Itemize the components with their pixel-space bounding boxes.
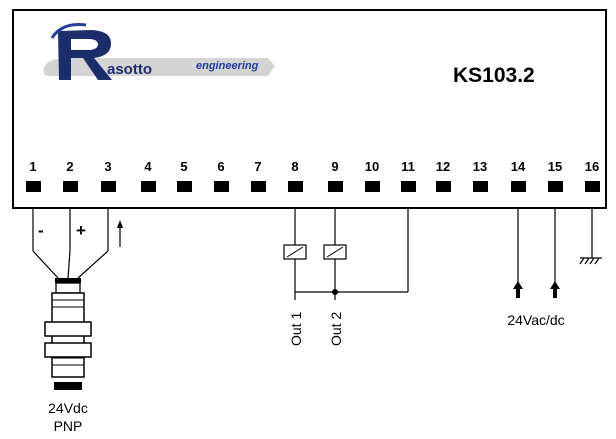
terminal-block	[473, 181, 488, 192]
terminal-number: 6	[217, 159, 224, 174]
terminal-block	[328, 181, 343, 192]
terminal-number: 7	[254, 159, 261, 174]
power-supply: 24Vac/dc	[507, 208, 565, 328]
sensor-nut	[44, 342, 92, 358]
terminal-number: 14	[511, 159, 526, 174]
power-arrow-icon	[550, 281, 560, 289]
terminal-number: 9	[331, 159, 338, 174]
wire-plus-bend	[67, 250, 71, 279]
plus-label: +	[76, 221, 86, 240]
relay-coil-icon	[323, 244, 347, 260]
terminal-number: 10	[365, 159, 379, 174]
power-arrow-icon	[513, 281, 523, 289]
terminal-block	[365, 181, 380, 192]
terminal-number: 4	[144, 159, 152, 174]
earth-hatch	[584, 257, 590, 265]
sensor-face	[54, 382, 82, 390]
terminal-number: 16	[585, 159, 599, 174]
power-arrow-tail	[516, 289, 520, 298]
logo-swoosh	[50, 23, 87, 39]
signal-arrow-icon	[117, 220, 123, 228]
earth-hatch	[594, 257, 600, 265]
out1-label: Out 1	[288, 312, 304, 346]
proximity-sensor-icon	[44, 278, 92, 390]
sensor-nut	[44, 321, 92, 337]
logo-brand-text: asotto	[107, 61, 152, 78]
earth-hatch	[589, 257, 595, 265]
earth-ground-icon	[579, 208, 602, 265]
rasotto-logo: asotto engineering	[43, 23, 275, 80]
logo-r-mark	[58, 30, 112, 80]
terminal-block	[214, 181, 229, 192]
terminal-block	[26, 181, 41, 192]
power-label: 24Vac/dc	[507, 312, 564, 328]
terminal-block	[548, 181, 563, 192]
terminal-block	[288, 181, 303, 192]
minus-label: -	[38, 221, 44, 240]
terminal-number: 3	[104, 159, 111, 174]
sensor-wiring: - +	[32, 208, 123, 279]
terminal-number: 1	[29, 159, 36, 174]
terminal-block	[436, 181, 451, 192]
terminal-block	[177, 181, 192, 192]
terminal-block	[63, 181, 78, 192]
model-title: KS103.2	[453, 64, 535, 87]
terminal-number: 13	[473, 159, 487, 174]
terminal-number: 5	[180, 159, 187, 174]
relay-coil-icon	[283, 244, 307, 260]
terminal-block	[585, 181, 600, 192]
out2-label: Out 2	[328, 312, 344, 346]
terminal-number: 2	[66, 159, 73, 174]
sensor-cable-gland	[55, 278, 81, 283]
terminal-block	[101, 181, 116, 192]
logo-tagline-text: engineering	[196, 60, 259, 72]
earth-hatch	[579, 257, 585, 265]
terminal-number: 12	[436, 159, 450, 174]
relay-outputs: Out 1 Out 2	[283, 208, 409, 346]
terminal-block	[401, 181, 416, 192]
wire-minus-bend	[32, 250, 59, 279]
sensor-collar	[55, 282, 81, 294]
terminal-block	[141, 181, 156, 192]
terminal-number: 8	[291, 159, 298, 174]
terminal-block	[511, 181, 526, 192]
terminal-number: 15	[548, 159, 562, 174]
sensor-voltage-label: 24Vdc	[48, 400, 88, 416]
terminal-block	[251, 181, 266, 192]
device-housing	[12, 9, 607, 209]
terminal-number: 11	[401, 159, 415, 174]
sensor-type-label: PNP	[54, 418, 83, 434]
wire-signal-bend	[77, 250, 109, 279]
terminal-blocks	[26, 181, 600, 192]
power-arrow-tail	[553, 289, 557, 298]
